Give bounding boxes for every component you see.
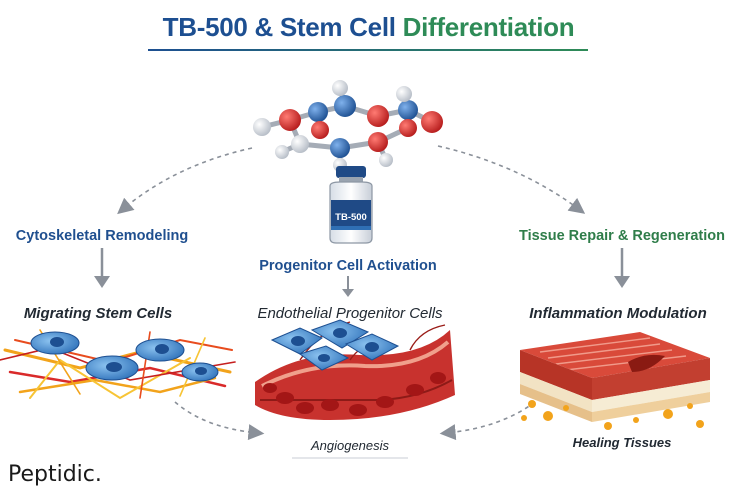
arrow-inflammation-to-angiogenesis	[439, 401, 536, 441]
title-part-1: TB-500 & Stem Cell	[162, 12, 396, 42]
flow-arrows-dashed	[117, 145, 586, 441]
title-underline	[148, 49, 588, 51]
label-healing-tissues: Healing Tissues	[573, 435, 672, 450]
label-progenitor-cell-activation: Progenitor Cell Activation	[259, 258, 437, 274]
endothelial-vessel-illustration	[255, 319, 455, 420]
page-title: TB-500 & Stem Cell Differentiation	[0, 12, 737, 43]
label-tissue-repair-regeneration: Tissue Repair & Regeneration	[519, 228, 725, 244]
arrow-molecule-to-tissue-repair	[437, 145, 586, 214]
label-cytoskeletal-remodeling: Cytoskeletal Remodeling	[16, 228, 188, 244]
molecule-illustration	[253, 80, 443, 172]
arrow-molecule-to-cytoskeletal	[117, 147, 253, 215]
arrow-migrating-to-angiogenesis	[174, 401, 265, 441]
title-part-2: Differentiation	[402, 12, 575, 42]
label-angiogenesis: Angiogenesis	[310, 438, 390, 453]
healing-tissue-illustration	[520, 332, 710, 430]
flow-arrows-solid	[94, 248, 630, 297]
label-endothelial-progenitor-cells: Endothelial Progenitor Cells	[257, 305, 443, 322]
vial-label: TB-500	[335, 212, 367, 223]
label-migrating-stem-cells: Migrating Stem Cells	[24, 305, 172, 322]
label-inflammation-modulation: Inflammation Modulation	[529, 305, 707, 322]
brand-wordmark: Peptidic.	[8, 462, 102, 487]
migrating-stem-cells-illustration	[0, 329, 236, 400]
tb500-vial-illustration: TB-500	[329, 166, 373, 244]
